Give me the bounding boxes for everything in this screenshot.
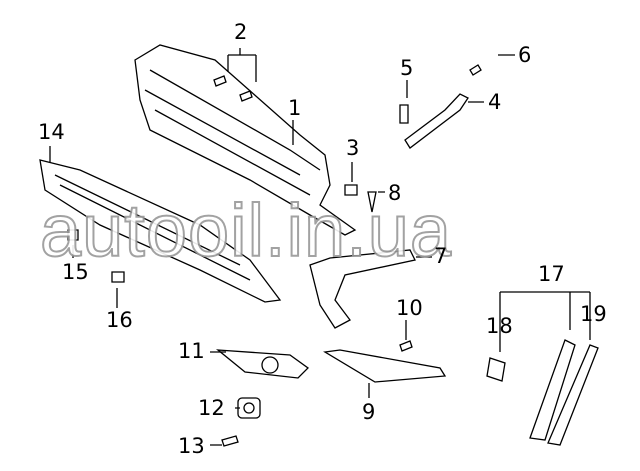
part-4-trim bbox=[404, 93, 469, 149]
callout-4: 4 bbox=[488, 90, 502, 114]
callout-18: 18 bbox=[486, 314, 513, 338]
part-17-19-moldings bbox=[529, 339, 599, 446]
part-12-bracket bbox=[237, 397, 261, 419]
callout-9: 9 bbox=[362, 400, 376, 424]
part-9-strip bbox=[323, 349, 447, 383]
callout-8: 8 bbox=[388, 181, 402, 205]
callout-15: 15 bbox=[62, 260, 89, 284]
callout-17: 17 bbox=[538, 262, 565, 286]
callout-5: 5 bbox=[400, 56, 414, 80]
callout-12: 12 bbox=[198, 396, 225, 420]
part-11-lamp-hole bbox=[261, 356, 279, 374]
callout-2: 2 bbox=[234, 20, 248, 44]
leader-lines bbox=[49, 48, 591, 446]
callout-16: 16 bbox=[106, 308, 133, 332]
watermark: autooil.in.ua bbox=[39, 188, 453, 273]
fasteners bbox=[67, 64, 506, 447]
callout-3: 3 bbox=[346, 136, 360, 160]
callout-11: 11 bbox=[178, 339, 205, 363]
callout-14: 14 bbox=[38, 120, 65, 144]
part-11-bezel bbox=[216, 349, 309, 379]
callout-10: 10 bbox=[396, 296, 423, 320]
part-7-bracket bbox=[309, 249, 416, 329]
callout-7: 7 bbox=[434, 244, 448, 268]
callout-1: 1 bbox=[288, 96, 302, 120]
part-1-cowl bbox=[134, 44, 357, 236]
part-14-grille bbox=[39, 159, 282, 303]
callout-19: 19 bbox=[580, 302, 607, 326]
callout-6: 6 bbox=[518, 43, 532, 67]
callout-13: 13 bbox=[178, 434, 205, 458]
